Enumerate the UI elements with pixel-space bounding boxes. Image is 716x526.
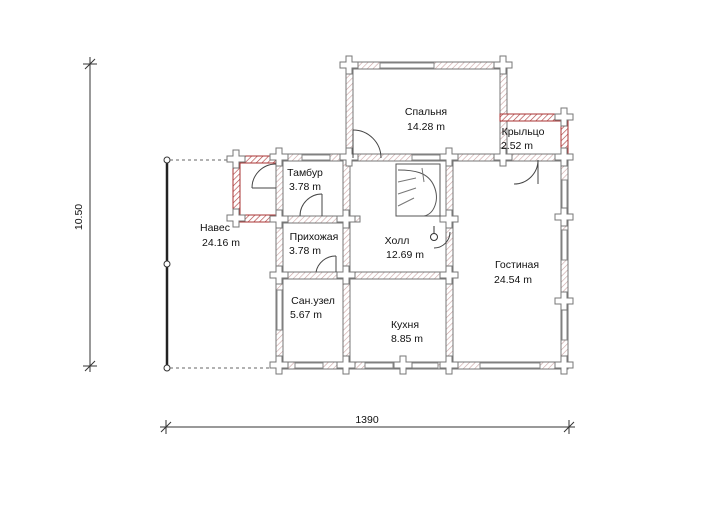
room-bathroom-name: Сан.узел: [291, 295, 335, 307]
wall-joint: [493, 147, 513, 167]
staircase: [395, 163, 441, 241]
wall-joint: [393, 355, 413, 375]
wall-joints: [226, 55, 574, 375]
vestibule-extension: [232, 155, 279, 223]
room-porch-area: 2.52 m: [501, 140, 533, 152]
dimension-width-label: 1390: [355, 414, 379, 426]
room-hall-area: 12.69 m: [386, 249, 424, 261]
room-porch-name: Крыльцо: [502, 126, 545, 138]
room-labels: Спальня 14.28 m Крыльцо 2.52 m Тамбур 3.…: [200, 106, 545, 345]
room-canopy-area: 24.16 m: [202, 237, 240, 249]
wall-joint: [339, 147, 359, 167]
wall-joint: [269, 265, 289, 285]
wall-joint: [336, 209, 356, 229]
wall-joint: [554, 291, 574, 311]
wall-joint: [439, 209, 459, 229]
wall-joint: [493, 55, 513, 75]
wall-joint: [269, 209, 289, 229]
room-entrance-name: Прихожая: [290, 231, 339, 243]
room-bathroom-area: 5.67 m: [290, 309, 322, 321]
room-vestibule-area: 3.78 m: [289, 181, 321, 193]
room-living-name: Гостиная: [495, 259, 539, 271]
room-kitchen-area: 8.85 m: [391, 333, 423, 345]
room-hall-name: Холл: [385, 235, 410, 247]
wall-joint: [226, 149, 246, 169]
room-bedroom-name: Спальня: [405, 106, 447, 118]
wall-joint: [336, 355, 356, 375]
wall-joint: [554, 107, 574, 127]
wall-joint: [554, 147, 574, 167]
dimension-width: 1390: [160, 414, 575, 434]
room-living-area: 24.54 m: [494, 274, 532, 286]
wall-joint: [339, 55, 359, 75]
dimension-height-label: 10.50: [73, 204, 85, 230]
room-vestibule-name: Тамбур: [287, 167, 323, 179]
wall-joint: [439, 147, 459, 167]
dimension-height: 10.50: [73, 57, 97, 372]
doors: [251, 129, 539, 273]
wall-joint: [554, 355, 574, 375]
wall-joint: [226, 208, 246, 228]
canopy-outline: [163, 156, 276, 372]
room-entrance-area: 3.78 m: [289, 245, 321, 257]
room-bedroom-area: 14.28 m: [407, 121, 445, 133]
wall-joint: [336, 265, 356, 285]
wall-joint: [269, 355, 289, 375]
windows: [276, 62, 568, 369]
wall-joint: [554, 207, 574, 227]
wall-joint: [269, 147, 289, 167]
room-kitchen-name: Кухня: [391, 319, 419, 331]
wall-joint: [439, 265, 459, 285]
room-canopy-name: Навес: [200, 222, 230, 234]
wall-joint: [439, 355, 459, 375]
